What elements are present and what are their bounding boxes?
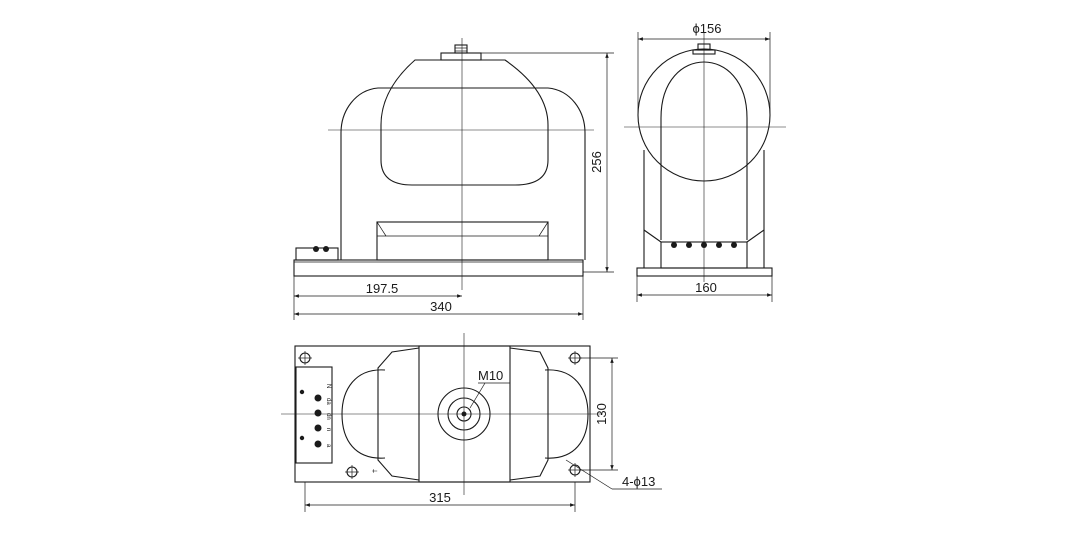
dim-height-label: 256 (589, 151, 604, 173)
side-view: ϕ156 160 (624, 21, 786, 302)
dim-hole-spacing-label: 130 (594, 403, 609, 425)
dim-width-label: 340 (430, 299, 452, 314)
svg-text:a: a (325, 444, 331, 448)
dim-length-label: 315 (429, 490, 451, 505)
front-base-plate (293, 259, 584, 277)
hole-callout-leader (565, 459, 613, 490)
top-view: N da dn n a ⏚ M10 130 4 (281, 333, 662, 512)
thread-label: M10 (478, 368, 503, 383)
top-terminal-panel (295, 366, 333, 464)
hole-callout-label: 4-ϕ13 (622, 474, 655, 489)
terminal-marks: N da dn n a ⏚ (325, 384, 377, 474)
top-terminal-screws (299, 389, 322, 448)
front-terminal-screws (313, 246, 329, 252)
dim-base-width-label: 160 (695, 280, 717, 295)
front-view: 256 197.5 340 (293, 38, 614, 320)
front-top-terminal-base (440, 52, 482, 61)
front-lower-box (376, 221, 549, 261)
dim-center-label: 197.5 (366, 281, 399, 296)
svg-text:da: da (325, 398, 331, 405)
svg-text:N: N (325, 384, 331, 388)
mounting-holes (298, 351, 582, 479)
front-top-terminal-stud (454, 44, 468, 54)
side-base-plate (636, 267, 773, 277)
svg-text:⏚: ⏚ (370, 468, 377, 474)
front-body-outline (340, 87, 586, 260)
front-coil-drum (380, 59, 549, 186)
svg-text:n: n (325, 428, 331, 431)
dim-diameter-label: ϕ156 (693, 21, 722, 36)
svg-text:dn: dn (325, 413, 331, 420)
thread-leader (469, 382, 486, 409)
